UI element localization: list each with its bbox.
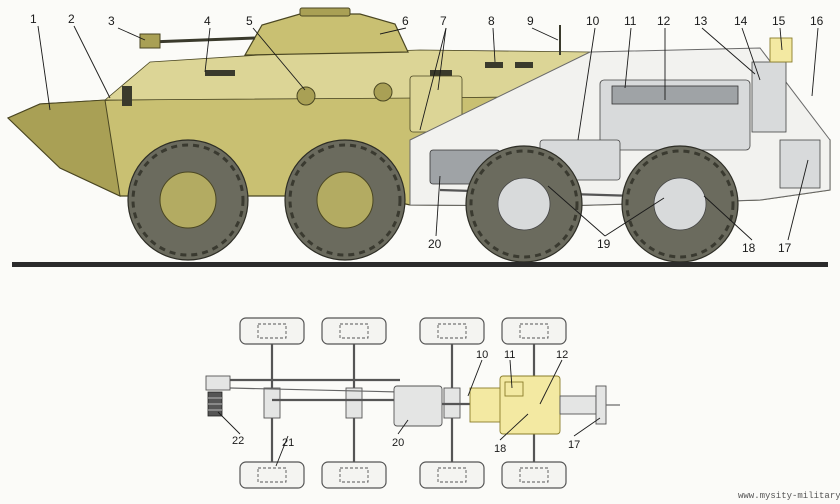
engine-cylinders [611,85,739,105]
plan-transfer-case [393,385,443,427]
vision-port [515,62,533,68]
gun-mount [139,33,161,49]
plan-callout-10: 10 [476,349,488,361]
callout-19: 19 [597,237,611,251]
vision-port [122,86,132,106]
callout-6: 6 [402,14,409,28]
vision-port [430,70,452,76]
plan-callout-18: 18 [494,443,506,455]
callout-10: 10 [586,14,600,28]
plan-wheel-bottom [321,461,387,489]
wheel [127,139,249,261]
plan-radiator [559,395,597,415]
vision-port [205,70,235,76]
callout-11: 11 [624,14,637,28]
callout-5: 5 [246,14,253,28]
plan-callout-11: 11 [504,349,515,361]
turret-hatch [299,7,351,17]
plan-callout-20: 20 [392,437,404,449]
callout-17: 17 [778,241,792,255]
vision-port [485,62,503,68]
callout-2: 2 [68,12,75,26]
callout-3: 3 [108,14,115,28]
callout-9: 9 [527,14,534,28]
fuel-tank [779,139,821,189]
callout-14: 14 [734,14,748,28]
plan-engine-head [504,381,524,397]
turret [243,13,409,56]
firing-port [373,82,393,102]
wheel [465,145,583,263]
ground-line [12,262,828,267]
plan-drive-shafts [229,378,500,406]
plan-callout-12: 12 [556,349,568,361]
callout-7: 7 [440,14,447,28]
firing-port [296,86,316,106]
plan-fan [595,385,607,425]
leader-lines [37,25,819,241]
callout-8: 8 [488,14,495,28]
plan-winch [205,375,231,417]
wheel [621,145,739,263]
credit-text: www.mysity-military.com [738,491,840,501]
callout-13: 13 [694,14,708,28]
plan-callout-22: 22 [232,435,244,447]
plan-wheel-bottom [419,461,485,489]
plan-gearbox [469,387,505,423]
callout-15: 15 [772,14,786,28]
plan-callout-17: 17 [568,439,580,451]
plan-wheel-top [239,317,305,345]
callout-4: 4 [204,14,211,28]
callout-18: 18 [742,241,756,255]
plan-wheel-top [321,317,387,345]
plan-view: 10 11 12 17 18 20 21 22 [205,317,620,489]
callout-1: 1 [30,12,37,26]
wheel [284,139,406,261]
machine-gun-barrel [149,36,256,44]
plan-callout-21: 21 [282,437,294,449]
callout-20: 20 [428,237,442,251]
front-bow [7,99,121,197]
callout-16: 16 [810,14,824,28]
callout-12: 12 [657,14,671,28]
plan-wheel-top [501,317,567,345]
plan-wheel-bottom [501,461,567,489]
side-view: 1 2 3 4 5 6 7 8 9 10 11 12 13 14 15 16 1… [6,7,831,267]
plan-wheel-top [419,317,485,345]
plan-leader-lines [217,359,601,467]
plan-wheel-bottom [239,461,305,489]
